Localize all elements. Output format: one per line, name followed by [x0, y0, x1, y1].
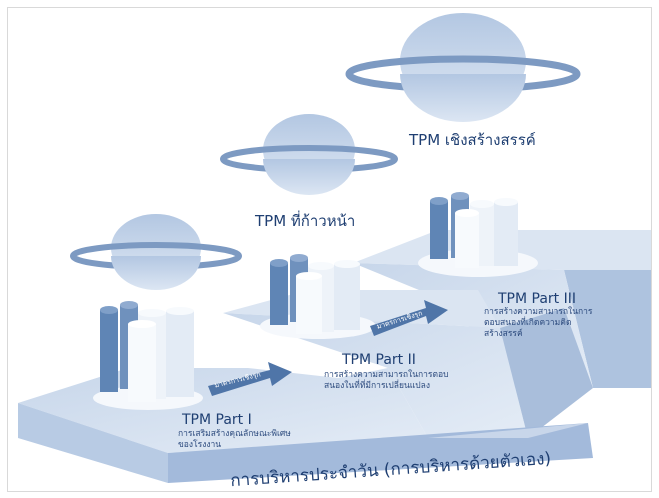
- label-part3-title: TPM Part III: [498, 291, 576, 307]
- cylinders-part3: [430, 192, 518, 268]
- planet-creative: [349, 13, 577, 122]
- planet-progressive: [223, 114, 395, 195]
- cylinders-part1: [100, 301, 194, 402]
- label-part1-desc: การเสริมสร้างคุณลักษณะพิเศษของโรงงาน: [178, 429, 296, 451]
- label-part1-title: TPM Part I: [182, 412, 252, 428]
- cylinders-part2: [270, 254, 360, 334]
- label-part2-desc: การสร้างความสามารถในการตอบสนองในที่ที่มี…: [324, 370, 464, 392]
- label-tpm-creative: TPM เชิงสร้างสรรค์: [409, 128, 536, 152]
- diagram-frame: TPM เชิงสร้างสรรค์ TPM ที่ก้าวหน้า TPM P…: [7, 7, 652, 492]
- label-part2-title: TPM Part II: [342, 352, 416, 368]
- label-tpm-progressive: TPM ที่ก้าวหน้า: [255, 209, 355, 233]
- tpm-steps-diagram: [8, 8, 651, 491]
- planet-part1: [73, 214, 239, 290]
- label-part3-desc: การสร้างความสามารถในการตอบสนองที่เกิดควา…: [484, 307, 604, 340]
